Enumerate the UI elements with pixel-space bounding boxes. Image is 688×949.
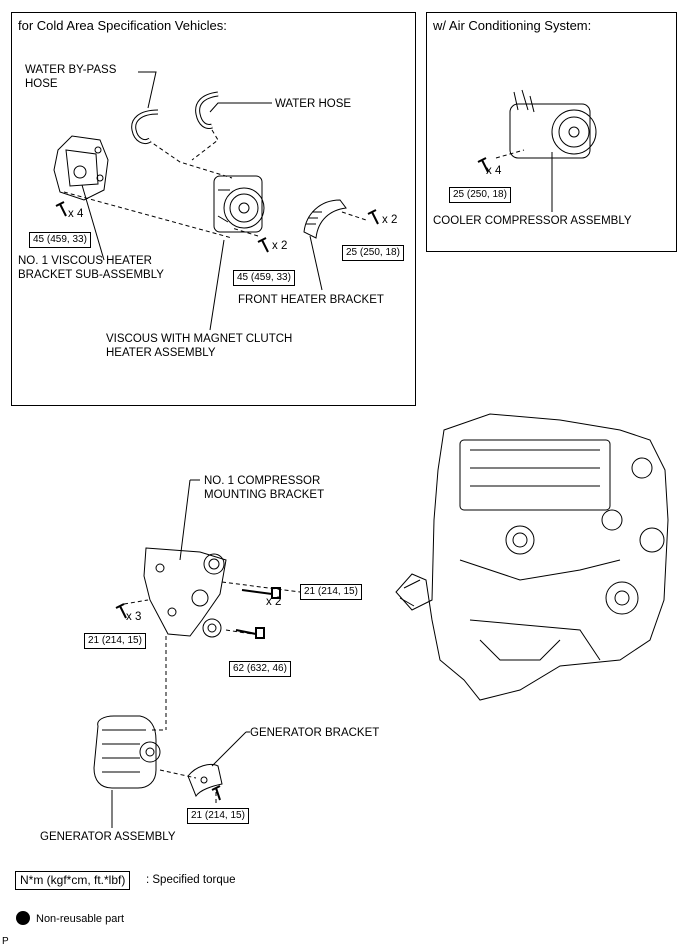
cold-area-panel xyxy=(11,12,416,406)
qty-compressor-bracket-right: x 2 xyxy=(266,596,282,608)
no1-compressor-mounting-bracket-label: NO. 1 COMPRESSOR MOUNTING BRACKET xyxy=(204,475,325,501)
legend-non-reusable: Non-reusable part xyxy=(36,913,125,925)
generator-bracket-label: GENERATOR BRACKET xyxy=(250,727,380,739)
generator-assembly-label: GENERATOR ASSEMBLY xyxy=(40,831,176,843)
front-heater-bracket-label: FRONT HEATER BRACKET xyxy=(238,294,384,306)
qty-cooler-compressor: x 4 xyxy=(486,165,502,177)
torque-viscous-bracket: 45 (459, 33) xyxy=(29,232,91,248)
corner-code: P xyxy=(2,936,9,947)
qty-compressor-bracket-left: x 3 xyxy=(126,611,142,623)
torque-generator-bracket: 21 (214, 15) xyxy=(187,808,249,824)
legend-torque-format: N*m (kgf*cm, ft.*lbf) xyxy=(15,871,131,890)
ac-title: w/ Air Conditioning System: xyxy=(433,18,592,33)
torque-viscous-heater: 45 (459, 33) xyxy=(233,270,295,286)
torque-compressor-bracket-long: 62 (632, 46) xyxy=(229,661,291,677)
ac-panel xyxy=(426,12,677,252)
water-hose-label: WATER HOSE xyxy=(275,98,352,110)
water-bypass-hose-label: WATER BY-PASS HOSE xyxy=(25,64,117,90)
torque-compressor-bracket-left: 21 (214, 15) xyxy=(84,633,146,649)
legend-torque-desc: : Specified torque xyxy=(146,874,236,886)
qty-viscous-heater: x 2 xyxy=(272,240,288,252)
qty-front-heater-bracket: x 2 xyxy=(382,214,398,226)
qty-viscous-bracket: x 4 xyxy=(68,208,84,220)
no1-viscous-heater-bracket-label: NO. 1 VISCOUS HEATER BRACKET SUB-ASSEMBL… xyxy=(18,255,164,281)
cold-area-title: for Cold Area Specification Vehicles: xyxy=(18,18,227,33)
cooler-compressor-assembly-label: COOLER COMPRESSOR ASSEMBLY xyxy=(433,215,632,227)
viscous-heater-assembly-label: VISCOUS WITH MAGNET CLUTCH HEATER ASSEMB… xyxy=(106,333,293,359)
torque-compressor-bracket-right: 21 (214, 15) xyxy=(300,584,362,600)
non-reusable-marker-icon xyxy=(16,911,30,925)
torque-cooler-compressor: 25 (250, 18) xyxy=(449,187,511,203)
torque-front-heater-bracket: 25 (250, 18) xyxy=(342,245,404,261)
